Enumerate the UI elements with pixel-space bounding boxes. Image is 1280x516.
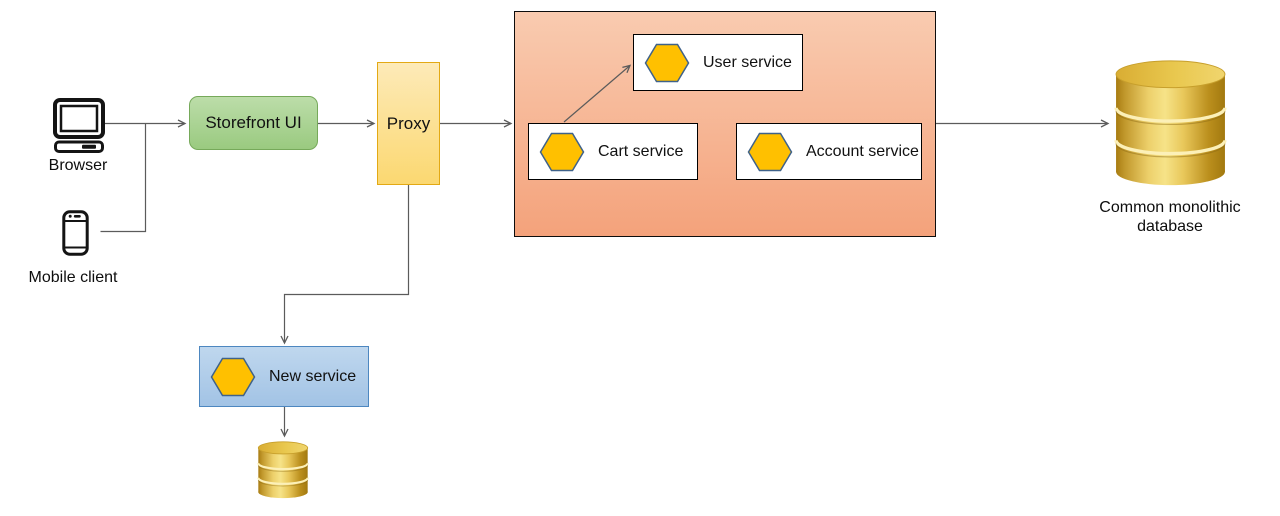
- node-account-service: Account service: [736, 123, 922, 180]
- cart-service-label: Cart service: [598, 142, 684, 160]
- connector-mobile-junction: [100, 123, 147, 233]
- proxy-label: Proxy: [386, 113, 431, 133]
- hexagon-icon: [747, 132, 793, 171]
- mobile-client-label: Mobile client: [28, 269, 118, 286]
- node-proxy: Proxy: [377, 62, 440, 185]
- hexagon-icon: [210, 357, 256, 396]
- node-storefront-ui: Storefront UI: [189, 96, 318, 150]
- new-service-label: New service: [269, 367, 357, 385]
- connector-proxy-newservice: [280, 185, 410, 345]
- account-service-label: Account service: [806, 142, 919, 160]
- database-cylinder-icon: [1114, 60, 1227, 186]
- node-user-service: User service: [633, 34, 803, 91]
- user-service-label: User service: [703, 53, 792, 71]
- desktop-computer-icon: [53, 98, 105, 153]
- database-cylinder-icon: [257, 441, 309, 499]
- smartphone-icon: [62, 210, 89, 256]
- hexagon-icon: [539, 132, 585, 171]
- node-cart-service: Cart service: [528, 123, 698, 180]
- monolith-database-label: Common monolithic database: [1099, 199, 1241, 236]
- node-new-service: New service: [199, 346, 369, 407]
- browser-label: Browser: [48, 157, 108, 174]
- hexagon-icon: [644, 43, 690, 82]
- storefront-ui-label: Storefront UI: [205, 113, 302, 132]
